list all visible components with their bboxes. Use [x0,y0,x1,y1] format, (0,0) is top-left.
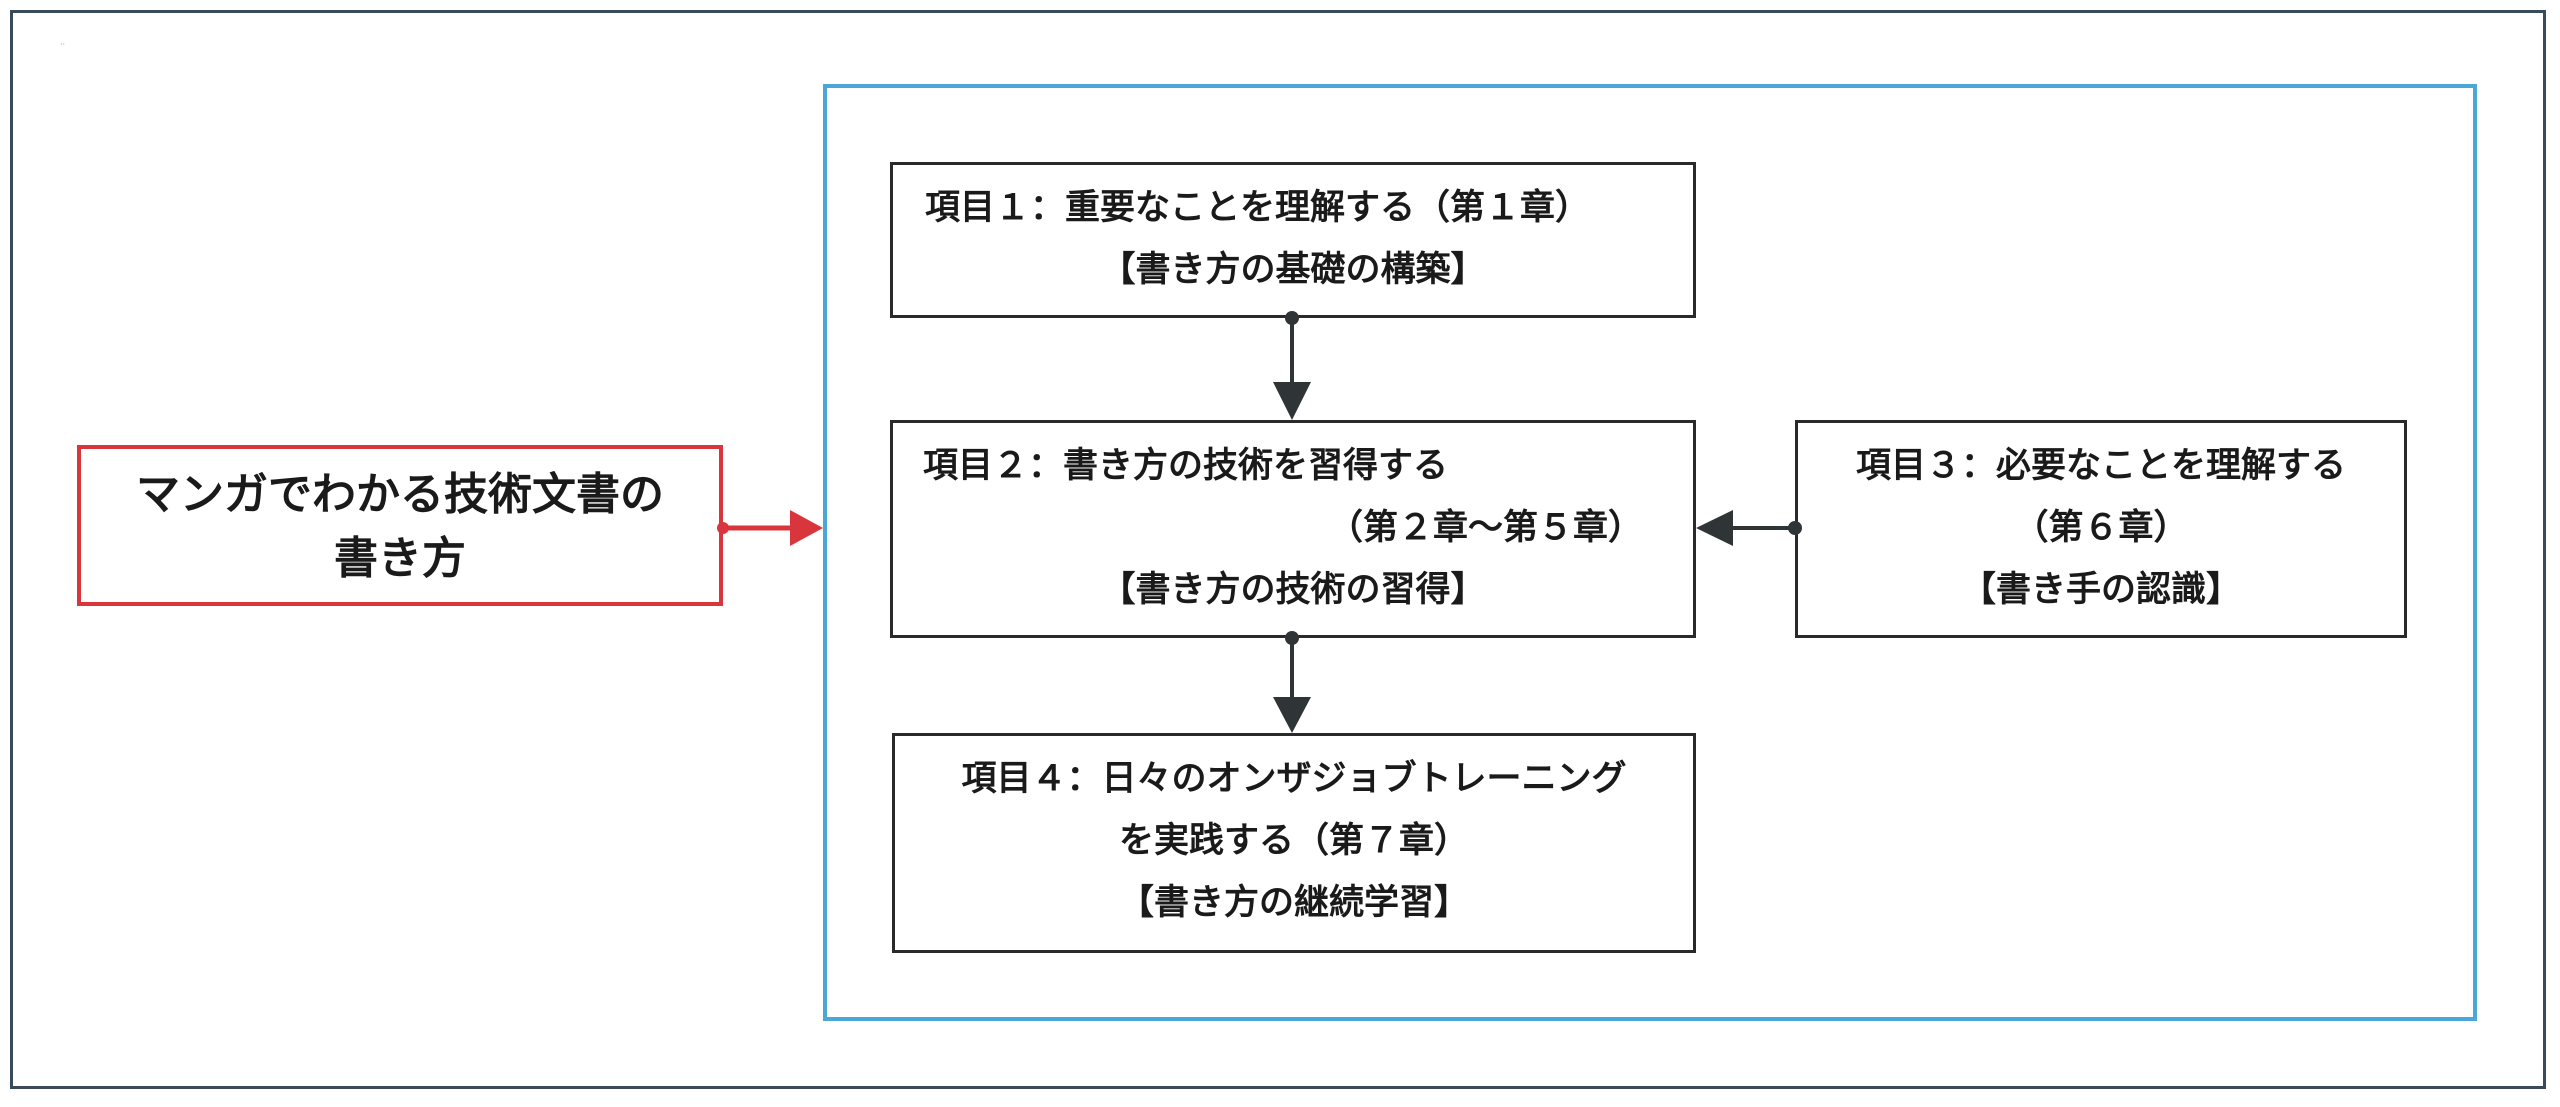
item4-subtitle: 【書き方の継続学習】 [1118,883,1469,923]
item4-node: 項目４：日々のオンザジョブトレーニング を実践する（第７章） 【書き方の継続学習… [892,733,1696,953]
item2-node: 項目２：書き方の技術を習得する （第２章～第５章） 【書き方の技術の習得】 [890,420,1696,638]
item4-heading-cont: を実践する（第７章） [1118,821,1469,861]
item4-heading: 項目４：日々のオンザジョブトレーニング [961,759,1627,799]
outer-frame [10,10,2546,1089]
item1-subtitle: 【書き方の基礎の構築】 [1100,250,1486,290]
root-node-line-1: マンガでわかる技術文書の [136,469,664,520]
item2-heading: 項目２：書き方の技術を習得する [923,446,1449,486]
chapter-group-frame [823,84,2477,1021]
root-node-book-title: マンガでわかる技術文書の 書き方 [77,445,723,606]
scan-mark: ·· [60,40,66,49]
item1-node: 項目１：重要なことを理解する（第１章） 【書き方の基礎の構築】 [890,162,1696,318]
item1-heading: 項目１：重要なことを理解する（第１章） [925,188,1591,228]
item3-subtitle: 【書き手の認識】 [1960,570,2241,610]
item3-node: 項目３：必要なことを理解する （第６章） 【書き手の認識】 [1795,420,2407,638]
item3-heading: 項目３：必要なことを理解する [1855,446,2346,486]
item3-chapters: （第６章） [2013,508,2189,548]
item2-subtitle: 【書き方の技術の習得】 [1100,570,1486,610]
root-node-line-2: 書き方 [334,533,466,584]
item2-chapters: （第２章～第５章） [1327,508,1643,548]
